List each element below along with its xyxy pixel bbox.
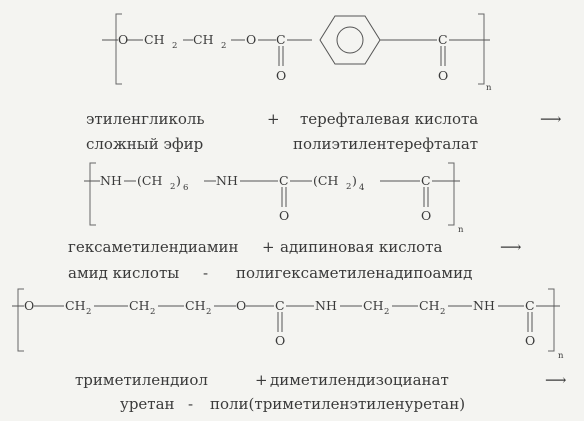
atom-o: O <box>118 32 128 47</box>
dash: - <box>203 264 208 282</box>
group-nh: NH <box>473 298 495 313</box>
group-ch: CH <box>144 32 165 47</box>
repeat-index: n <box>558 351 564 361</box>
atom-o: O <box>24 298 34 313</box>
polymer2-structure: NH (CH 2 ) 6 NH C O (CH 2 ) 4 C O n <box>84 162 464 235</box>
reactant-a: этиленгликоль <box>86 110 205 128</box>
benzene-ring <box>319 15 381 65</box>
reactant-a: триметилендиол <box>75 371 208 389</box>
atom-c: C <box>421 173 431 188</box>
dash: - <box>188 395 193 413</box>
atom-o: O <box>438 68 448 83</box>
polymer1-reaction: этиленгликоль + терефталевая кислота ⟶ <box>86 110 562 128</box>
atom-c: C <box>276 32 286 47</box>
reactant-b: диметилендизоцианат <box>270 371 449 389</box>
polymer3-reaction: триметилендиол + диметилендизоцианат ⟶ <box>75 371 567 389</box>
atom-c: C <box>279 173 289 188</box>
subscript: 2 <box>206 307 211 317</box>
polymer2-reaction: гексаметилендиамин + адипиновая кислота … <box>68 238 522 256</box>
reactant-a: гексаметилендиамин <box>68 238 239 256</box>
polymer2-bracket-left <box>89 162 96 226</box>
paren-close: ) <box>352 173 357 188</box>
group-nh: NH <box>216 173 238 188</box>
group-ch: CH <box>185 298 206 313</box>
atom-o: O <box>246 32 256 47</box>
polymer3-structure: O CH 2 CH 2 CH 2 O C O NH CH 2 CH 2 NH C… <box>12 288 564 361</box>
polymer1-structure: O CH 2 CH 2 O C O C O n <box>102 13 492 93</box>
plus-sign: + <box>262 238 275 256</box>
atom-c: C <box>438 32 448 47</box>
group-nh: NH <box>315 298 337 313</box>
atom-c: C <box>525 298 535 313</box>
polymer2-bracket-right <box>448 162 455 226</box>
reaction-arrow: ⟶ <box>540 110 562 128</box>
repeat-index: n <box>486 83 492 93</box>
subscript: 2 <box>440 307 445 317</box>
group-nh: NH <box>100 173 122 188</box>
reactant-b: терефталевая кислота <box>300 110 478 128</box>
plus-sign: + <box>267 110 280 128</box>
paren-close: ) <box>176 173 181 188</box>
atom-o: O <box>276 68 286 83</box>
atom-o: O <box>525 333 535 348</box>
bond-type: амид кислоты <box>68 264 179 282</box>
atom-o: O <box>279 208 289 223</box>
polymer-name: полиэтилентерефталат <box>293 135 478 153</box>
polymer1-bracket-left <box>115 13 122 85</box>
group-ch: (CH <box>137 173 162 188</box>
atom-o: O <box>236 298 246 313</box>
group-ch: (CH <box>313 173 338 188</box>
atom-o: O <box>275 333 285 348</box>
subscript: 4 <box>359 183 364 193</box>
subscript: 6 <box>183 183 188 193</box>
subscript: 2 <box>221 41 226 51</box>
polymer1-bracket-right <box>478 13 485 85</box>
polymer2-classification: амид кислоты - полигексаметиленадипоамид <box>68 264 472 282</box>
reaction-arrow: ⟶ <box>545 371 567 389</box>
reactant-b: адипиновая кислота <box>280 238 442 256</box>
repeat-index: n <box>458 225 464 235</box>
group-ch: CH <box>363 298 384 313</box>
subscript: 2 <box>172 41 177 51</box>
subscript: 2 <box>150 307 155 317</box>
polymer3-bracket-left <box>17 288 24 352</box>
group-ch: CH <box>129 298 150 313</box>
subscript: 2 <box>170 182 175 192</box>
atom-c: C <box>275 298 285 313</box>
polymer3-classification: уретан - поли(триметиленэтиленуретан) <box>120 395 465 413</box>
polymer3-bracket-right <box>548 288 555 352</box>
plus-sign: + <box>255 371 268 389</box>
polymer1-classification: сложный эфир полиэтилентерефталат <box>86 135 478 153</box>
bond-type: сложный эфир <box>86 135 203 153</box>
subscript: 2 <box>384 307 389 317</box>
group-ch: CH <box>193 32 214 47</box>
subscript: 2 <box>346 182 351 192</box>
atom-o: O <box>421 208 431 223</box>
subscript: 2 <box>86 307 91 317</box>
polymer-name: полигексаметиленадипоамид <box>236 264 472 282</box>
group-ch: CH <box>65 298 86 313</box>
group-ch: CH <box>419 298 440 313</box>
polymer-name: поли(триметиленэтиленуретан) <box>210 395 465 413</box>
bond-type: уретан <box>120 395 175 413</box>
reaction-arrow: ⟶ <box>500 238 522 256</box>
